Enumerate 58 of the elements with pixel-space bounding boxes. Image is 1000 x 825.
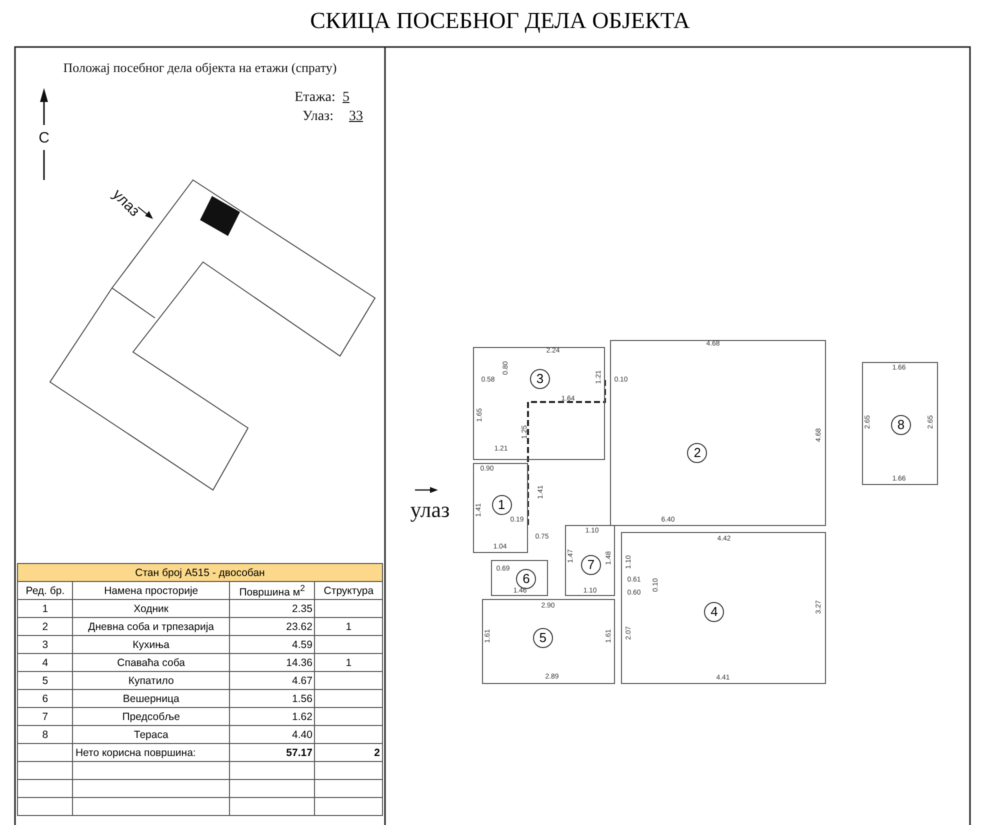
- table-cell: 5: [18, 672, 73, 690]
- table-cell: 6: [18, 690, 73, 708]
- room-number: 8: [891, 414, 911, 434]
- entrance-label: улаз: [410, 497, 450, 523]
- room-number: 2: [687, 442, 708, 463]
- room-outline: [482, 599, 615, 684]
- room-outline: [862, 362, 938, 485]
- field-value: 5: [342, 90, 350, 106]
- room-number: 4: [704, 602, 724, 622]
- table-cell: 2: [314, 744, 382, 762]
- room-outline: [473, 463, 528, 553]
- field-value: 33: [348, 109, 364, 125]
- table-cell: Стан број А515 - двособан: [18, 564, 382, 582]
- table-cell: Ред. бр.: [18, 582, 73, 600]
- table-cell: 1: [314, 654, 382, 672]
- table-cell: 8: [18, 726, 73, 744]
- room-outline: [621, 532, 826, 684]
- room-number: 5: [532, 628, 553, 648]
- room-number: 3: [530, 368, 550, 388]
- table-cell: 4.59: [229, 636, 315, 654]
- table-cell: Површина м$^{2}$: [229, 582, 315, 600]
- room-outline: [473, 347, 605, 460]
- table-cell: Нето корисна површина:: [72, 744, 230, 762]
- field-label: Улаз:: [302, 109, 334, 125]
- table-cell: 7: [18, 708, 73, 726]
- table-cell: 2.35: [229, 600, 315, 618]
- table-cell: Вешерница: [72, 690, 230, 708]
- table-cell: 4: [18, 654, 73, 672]
- room-number: 1: [492, 494, 512, 514]
- table-cell: 14.36: [229, 654, 315, 672]
- table-cell: Структура: [314, 582, 382, 600]
- panel-heading: Положај посебног дела објекта на етажи (спрату): [63, 60, 337, 76]
- table-cell: Предсобље: [72, 708, 230, 726]
- table-cell: Дневна соба и трпезарија: [72, 618, 230, 636]
- table-cell: Намена просторије: [72, 582, 230, 600]
- field-label: Етажа:: [294, 90, 336, 106]
- table-cell: 1.56: [229, 690, 315, 708]
- direction-label: С: [38, 130, 50, 146]
- table-cell: Ходник: [72, 600, 230, 618]
- table-cell: 57.17: [229, 744, 315, 762]
- table-cell: 23.62: [229, 618, 315, 636]
- table-cell: Тераса: [72, 726, 230, 744]
- room-number: 6: [516, 569, 536, 589]
- table-cell: 4.40: [229, 726, 315, 744]
- table-cell: Купатило: [72, 672, 230, 690]
- table-cell: 2: [18, 618, 73, 636]
- table-cell: 4.67: [229, 672, 315, 690]
- table-cell: Спаваћа соба: [72, 654, 230, 672]
- room-number: 7: [581, 555, 601, 576]
- room-outline: [610, 340, 826, 526]
- room-outline: [491, 560, 548, 596]
- table-cell: 3: [18, 636, 73, 654]
- table-cell: 1.62: [229, 708, 315, 726]
- table-cell: 1: [18, 600, 73, 618]
- table-cell: 1: [314, 618, 382, 636]
- table-cell: Кухиња: [72, 636, 230, 654]
- room-outline: [565, 525, 615, 596]
- page-title: СКИЦА ПОСЕБНОГ ДЕЛА ОБЈЕКТА: [309, 8, 691, 34]
